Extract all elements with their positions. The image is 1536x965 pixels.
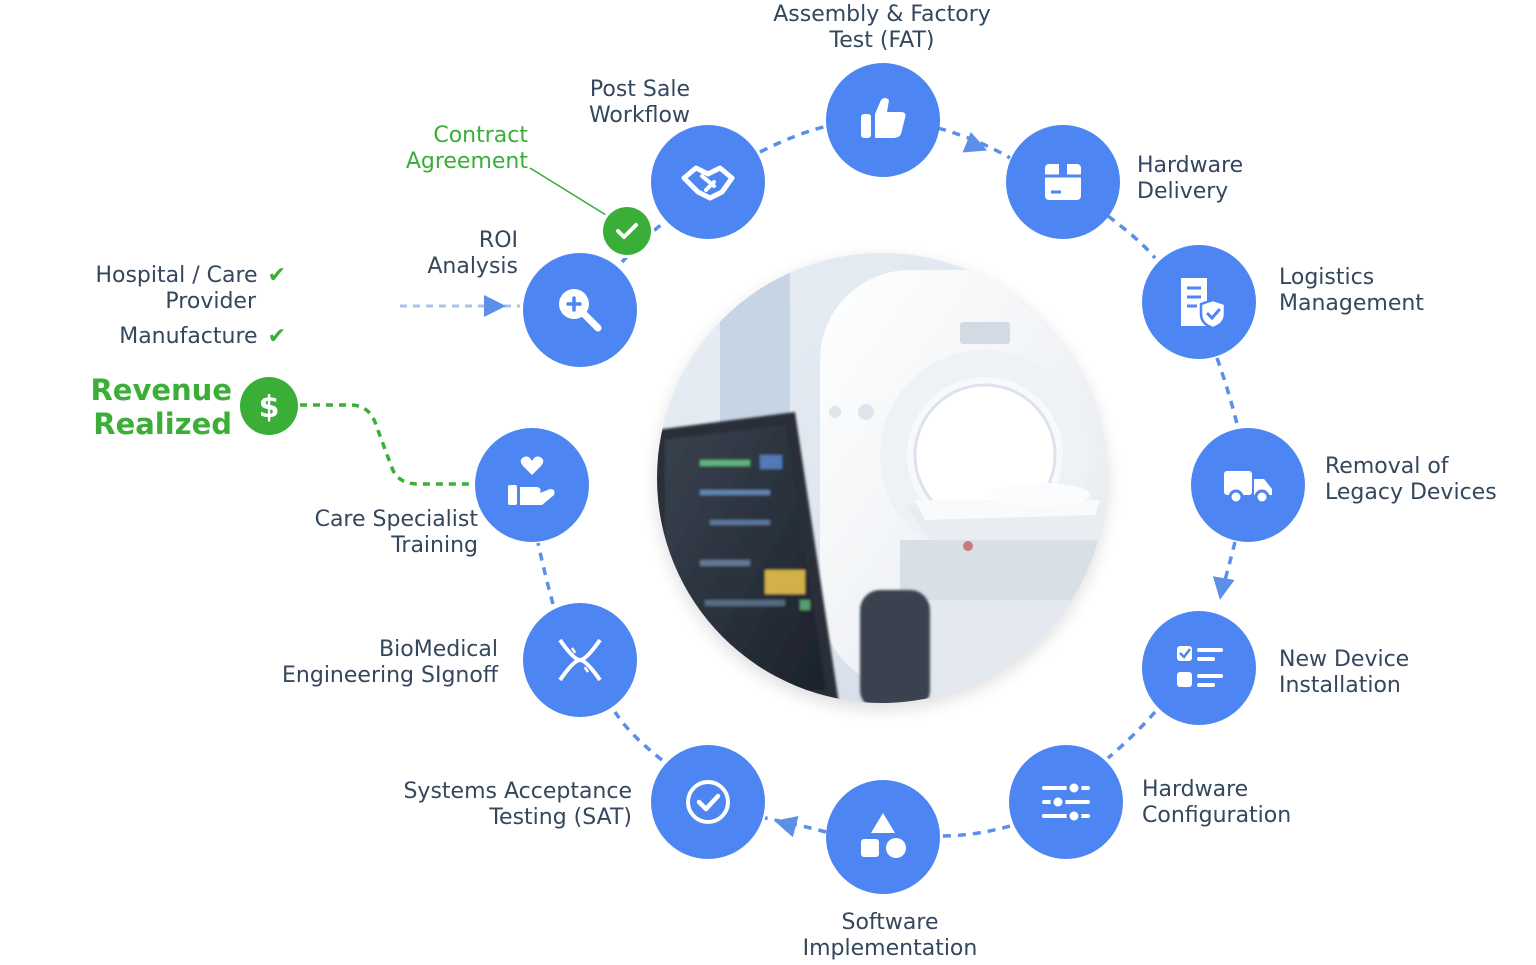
search-plus-icon <box>559 289 602 332</box>
check-circle-icon <box>686 780 730 824</box>
connector-config-software <box>939 824 1011 838</box>
sliders-icon <box>1042 780 1090 824</box>
step-node-install <box>1142 611 1256 725</box>
arrow-removal-install <box>1212 576 1235 600</box>
connector-fat-delivery <box>937 126 1011 160</box>
step-nodes: $ <box>240 63 1305 894</box>
svg-text:$: $ <box>259 390 280 425</box>
connector-training-revenue <box>300 403 474 486</box>
connector-software-sat <box>764 816 827 834</box>
step-node-post-sale <box>651 125 765 239</box>
input-hospital: Hospital / Care✔ Provider <box>95 263 286 314</box>
handshake-icon <box>681 165 735 201</box>
arrow-inputs-roi <box>484 295 506 317</box>
checklist-icon <box>1177 646 1223 687</box>
arrow-fat-delivery <box>962 132 988 153</box>
step-node-roi <box>523 253 637 367</box>
thumbs-up-icon <box>861 98 906 138</box>
connector-biomed-training <box>536 542 555 605</box>
arrow-software-sat <box>774 815 799 838</box>
step-node-logistics <box>1142 245 1256 359</box>
hand-heart-icon <box>508 456 555 505</box>
step-node-delivery <box>1006 125 1120 239</box>
package-icon <box>1045 164 1081 200</box>
check-badge-icon <box>616 223 638 239</box>
connector-postsale-fat <box>759 124 829 154</box>
step-node-training <box>475 428 589 542</box>
connector-removal-install <box>1218 541 1237 599</box>
input-manufacture: Manufacture✔ <box>119 324 286 349</box>
document-shield-icon <box>1181 278 1227 330</box>
revenue-badge: $ <box>240 377 298 435</box>
step-node-config <box>1009 745 1123 859</box>
cycle-connectors <box>300 124 1240 838</box>
connector-install-config <box>1106 710 1157 760</box>
step-node-software <box>826 780 940 894</box>
step-node-biomed <box>523 603 637 717</box>
connector-delivery-logistics <box>1106 214 1157 260</box>
check-icon: ✔ <box>267 263 286 288</box>
dollar-badge-icon: $ <box>259 390 280 425</box>
connector-logistics-removal <box>1215 357 1240 429</box>
connector-sat-biomed <box>613 711 664 762</box>
contract-leader-line <box>529 167 607 216</box>
shapes-icon <box>861 813 906 858</box>
check-icon: ✔ <box>267 324 286 349</box>
step-node-fat <box>826 63 940 177</box>
step-node-sat <box>651 745 765 859</box>
contract-badge <box>600 204 654 258</box>
mri-scanner-photo <box>656 253 1108 710</box>
dna-icon <box>558 638 602 682</box>
step-node-removal <box>1191 428 1305 542</box>
truck-icon <box>1224 471 1272 505</box>
